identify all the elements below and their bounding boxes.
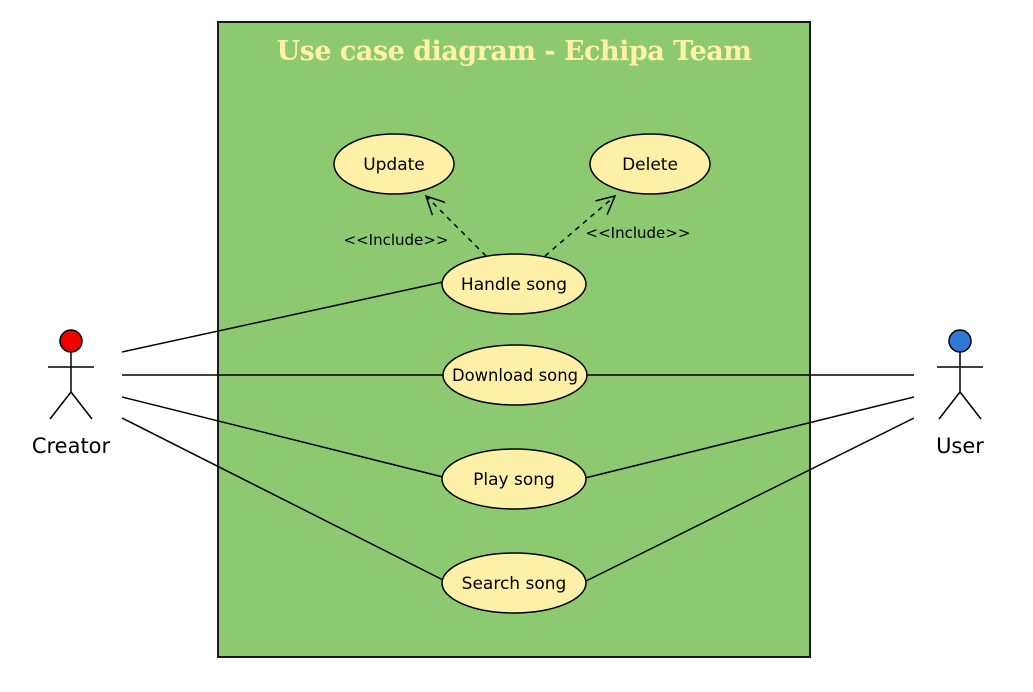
usecase-handle-song[interactable]: Handle song bbox=[441, 253, 587, 315]
stick-figure-icon bbox=[937, 329, 983, 420]
include-label-delete: <<Include>> bbox=[586, 224, 691, 242]
usecase-download-song-label: Download song bbox=[452, 366, 578, 386]
user-associations bbox=[583, 374, 915, 583]
usecase-handle-song-shape bbox=[441, 253, 587, 315]
usecase-delete-label: Delete bbox=[622, 155, 678, 175]
creator-head bbox=[59, 329, 83, 353]
usecase-play-song-shape bbox=[441, 448, 587, 510]
actor-creator[interactable]: Creator bbox=[32, 329, 111, 458]
usecase-play-song[interactable]: Play song bbox=[441, 448, 587, 510]
usecase-delete[interactable]: Delete bbox=[589, 133, 711, 195]
include-label-update: <<Include>> bbox=[344, 231, 449, 249]
creator-associations bbox=[121, 281, 446, 582]
usecase-search-song-shape bbox=[441, 552, 587, 614]
usecase-search-song-label: Search song bbox=[462, 574, 567, 594]
usecase-download-song-shape bbox=[442, 344, 588, 406]
usecase-download-song[interactable]: Download song bbox=[442, 344, 588, 406]
association-creator-play-song bbox=[121, 396, 444, 478]
usecase-search-song[interactable]: Search song bbox=[441, 552, 587, 614]
actor-creator-label: Creator bbox=[32, 434, 111, 458]
usecase-delete-shape bbox=[589, 133, 711, 195]
usecase-update[interactable]: Update bbox=[333, 133, 455, 195]
actor-user-label: User bbox=[936, 434, 984, 458]
user-head bbox=[948, 329, 972, 353]
include-arrow-update bbox=[424, 194, 487, 257]
stick-figure-icon bbox=[48, 329, 94, 420]
system-boundary bbox=[217, 21, 811, 658]
diagram-title: Use case diagram - Echipa Team bbox=[277, 36, 752, 67]
association-creator-search-song bbox=[121, 417, 446, 582]
actor-user[interactable]: User bbox=[936, 329, 984, 458]
usecase-play-song-label: Play song bbox=[473, 470, 555, 490]
association-user-play-song bbox=[584, 396, 915, 479]
association-creator-handle-song bbox=[121, 281, 444, 353]
usecase-update-label: Update bbox=[363, 155, 425, 175]
usecase-handle-song-label: Handle song bbox=[461, 275, 567, 295]
association-user-search-song bbox=[583, 417, 915, 583]
usecase-update-shape bbox=[333, 133, 455, 195]
include-dependencies bbox=[424, 194, 617, 257]
